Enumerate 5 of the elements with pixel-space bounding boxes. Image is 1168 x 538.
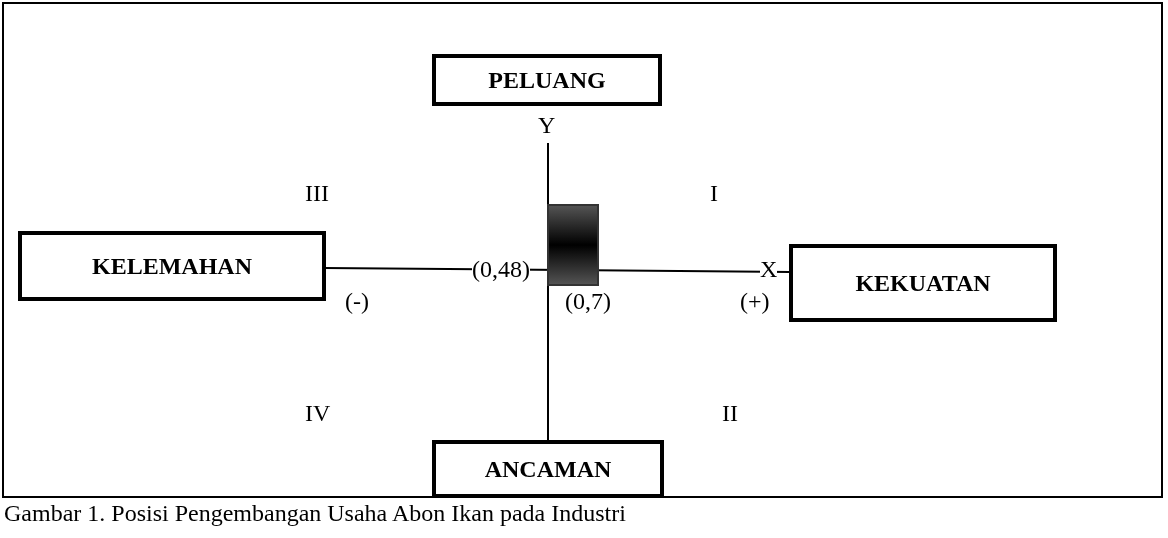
quadrant-box: KELEMAHAN xyxy=(18,231,326,301)
quadrant-box: PELUANG xyxy=(432,54,662,106)
quadrant-box: KEKUATAN xyxy=(789,244,1057,322)
figure-caption: Gambar 1. Posisi Pengembangan Usaha Abon Ikan pada Industri xyxy=(4,500,626,527)
quadrant-box: ANCAMAN xyxy=(432,440,664,498)
